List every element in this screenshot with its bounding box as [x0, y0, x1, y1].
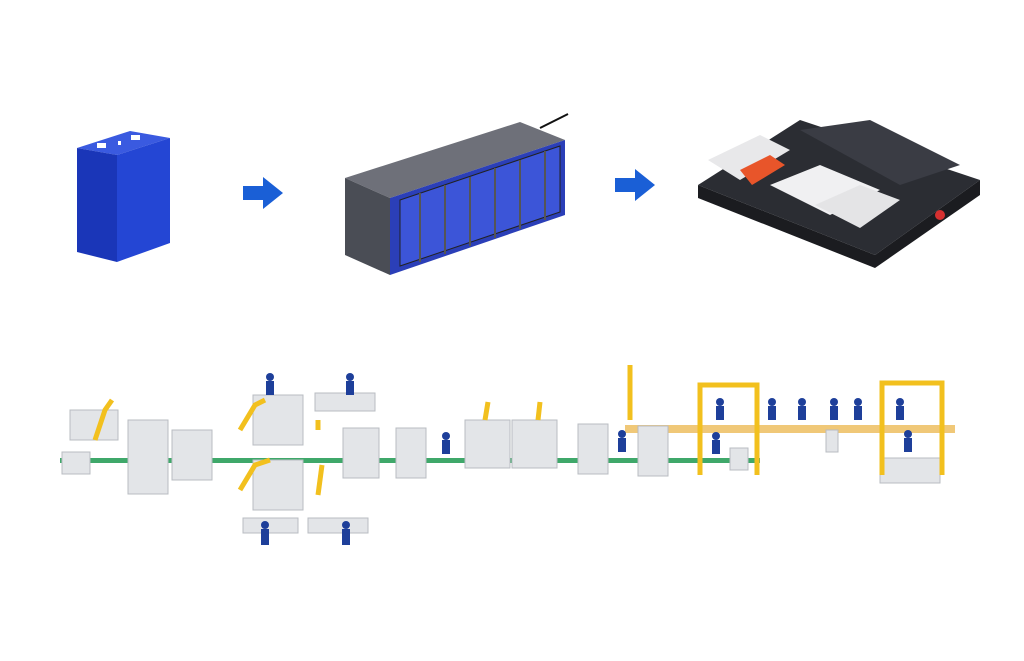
- assembly-line-icon: [60, 365, 955, 545]
- battery-cell-icon: [77, 131, 170, 262]
- battery-pack-icon: [698, 120, 980, 268]
- battery-module-icon: [345, 113, 569, 275]
- arrow-right-icon: [243, 177, 283, 209]
- arrow-right-icon: [615, 169, 655, 201]
